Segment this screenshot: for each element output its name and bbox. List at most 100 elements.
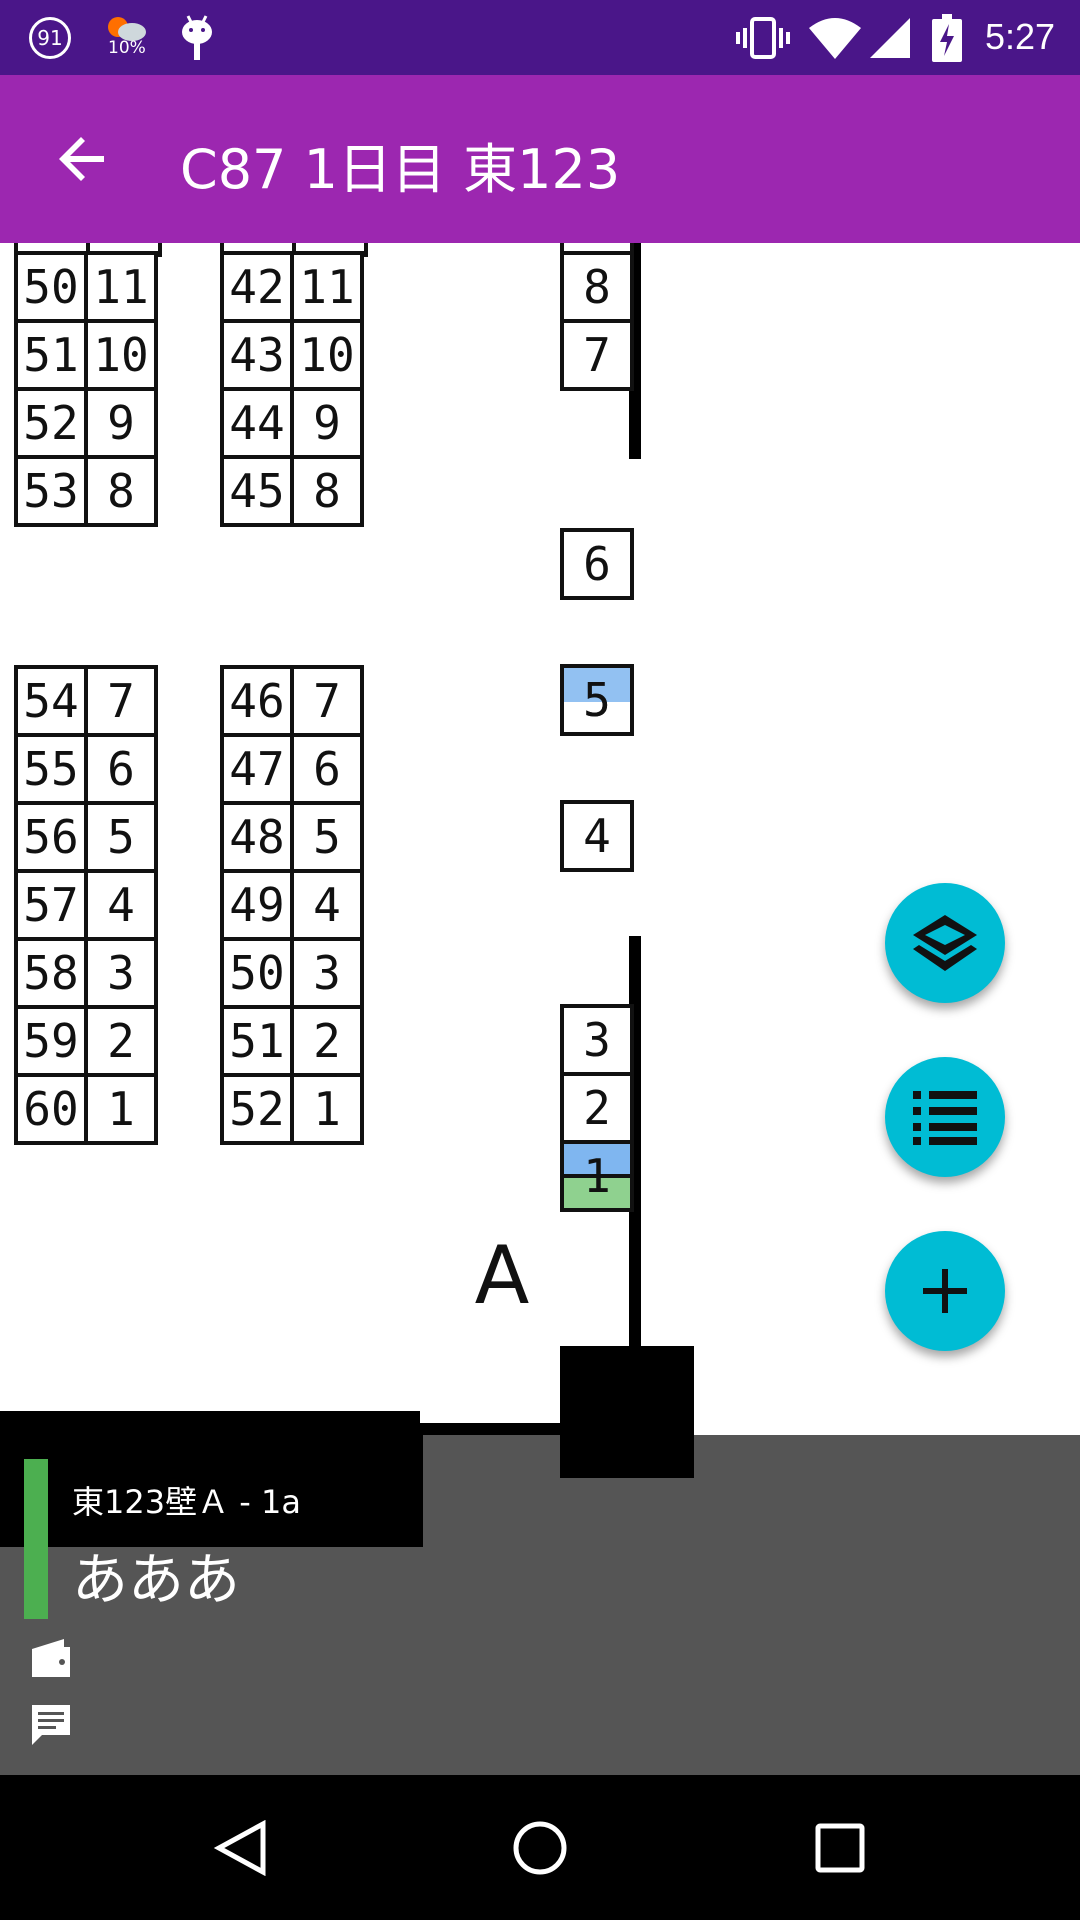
clock: 5:27	[985, 16, 1056, 57]
map-space-number: 1	[107, 1082, 135, 1136]
area-label: A	[475, 1229, 530, 1322]
map-space-number: 49	[229, 878, 284, 932]
map-space[interactable]: 51	[220, 1005, 294, 1077]
map-space[interactable]: 54	[14, 665, 88, 737]
map-space-number: 3	[313, 946, 341, 1000]
map-space-number: 7	[583, 328, 611, 382]
notification-count: 91	[37, 26, 63, 50]
map-space[interactable]: 53	[14, 455, 88, 527]
map-space[interactable]: 10	[84, 319, 158, 391]
map-space-number: 48	[229, 810, 284, 864]
map-space-number: 46	[229, 674, 284, 728]
weather-percent: 10%	[108, 38, 146, 58]
map-space[interactable]: 2	[560, 1072, 634, 1144]
map-space[interactable]: 8	[290, 455, 364, 527]
map-space-number: 4	[583, 809, 611, 863]
map-space-number: 5	[583, 673, 611, 727]
map-space-number: 52	[23, 396, 78, 450]
map-space[interactable]: 49	[220, 869, 294, 941]
map-overlap	[0, 1435, 423, 1547]
map-space[interactable]: 4	[560, 800, 634, 872]
map-space[interactable]: 7	[290, 665, 364, 737]
layers-icon	[913, 915, 977, 971]
circle-detail-panel[interactable]: 東123壁Ａ - 1a あああ	[0, 1435, 1080, 1775]
map-space[interactable]: 44	[220, 387, 294, 459]
map-space[interactable]: 3	[560, 1004, 634, 1076]
status-bar: 91 10% 5:27	[0, 0, 1080, 75]
map-space[interactable]: 57	[14, 869, 88, 941]
arrow-back-icon[interactable]	[52, 129, 112, 189]
map-space[interactable]: 47	[220, 733, 294, 805]
map-space[interactable]: 11	[290, 251, 364, 323]
map-space[interactable]: 46	[220, 665, 294, 737]
map-space[interactable]: 9	[84, 387, 158, 459]
map-space[interactable]: 6	[84, 733, 158, 805]
map-space[interactable]: 56	[14, 801, 88, 873]
map-space[interactable]: 58	[14, 937, 88, 1009]
map-space[interactable]: 5	[84, 801, 158, 873]
map-space-number: 60	[23, 1082, 78, 1136]
map-space-number: 8	[313, 464, 341, 518]
comment-icon[interactable]	[30, 1703, 72, 1747]
map-space-number: 58	[23, 946, 78, 1000]
map-space[interactable]: 9	[290, 387, 364, 459]
map-space[interactable]: 5	[290, 801, 364, 873]
floor-wall	[0, 1411, 420, 1435]
map-space-number: 11	[93, 260, 148, 314]
back-triangle-icon[interactable]	[213, 1819, 269, 1877]
add-button[interactable]	[885, 1231, 1005, 1351]
wifi-icon	[808, 18, 862, 60]
map-space[interactable]: 11	[84, 251, 158, 323]
wallet-icon[interactable]	[30, 1637, 72, 1679]
map-space[interactable]: 6	[290, 733, 364, 805]
map-space[interactable]: 52	[220, 1073, 294, 1145]
map-space[interactable]: 7	[84, 665, 158, 737]
map-space[interactable]: 8	[560, 251, 634, 323]
map-space[interactable]: 1	[84, 1073, 158, 1145]
android-debug-icon	[180, 14, 214, 62]
map-space-number: 9	[107, 396, 135, 450]
home-circle-icon[interactable]	[512, 1820, 568, 1876]
map-space[interactable]: 48	[220, 801, 294, 873]
map-space[interactable]: 6	[560, 528, 634, 600]
map-space[interactable]: 42	[220, 251, 294, 323]
map-space[interactable]: 60	[14, 1073, 88, 1145]
map-space[interactable]: 50	[220, 937, 294, 1009]
map-space-selected[interactable]: 1	[560, 1140, 634, 1212]
map-space[interactable]: 7	[560, 319, 634, 391]
map-space-number: 55	[23, 742, 78, 796]
map-space-number: 44	[229, 396, 284, 450]
recents-square-icon[interactable]	[815, 1823, 865, 1873]
map-space[interactable]: 2	[290, 1005, 364, 1077]
map-space[interactable]: 3	[84, 937, 158, 1009]
map-space[interactable]: 1	[290, 1073, 364, 1145]
list-button[interactable]	[885, 1057, 1005, 1177]
map-space[interactable]: 52	[14, 387, 88, 459]
map-space[interactable]: 51	[14, 319, 88, 391]
map-space[interactable]: 59	[14, 1005, 88, 1077]
map-space-number: 3	[107, 946, 135, 1000]
map-space[interactable]: 55	[14, 733, 88, 805]
map-space[interactable]: 2	[84, 1005, 158, 1077]
map-space[interactable]: 4	[290, 869, 364, 941]
page-title: C87 1日目 東123	[180, 138, 621, 201]
notification-count-icon: 91	[29, 17, 71, 59]
map-space[interactable]: 4	[84, 869, 158, 941]
map-space[interactable]: 43	[220, 319, 294, 391]
map-space[interactable]: 50	[14, 251, 88, 323]
map-space-number: 10	[93, 328, 148, 382]
layers-button[interactable]	[885, 883, 1005, 1003]
weather-icon: 10%	[102, 14, 152, 60]
map-space-number: 4	[313, 878, 341, 932]
map-space-number: 59	[23, 1014, 78, 1068]
map-space-number: 1	[583, 1149, 611, 1203]
map-space-number: 54	[23, 674, 78, 728]
map-space-number: 57	[23, 878, 78, 932]
map-space[interactable]: 3	[290, 937, 364, 1009]
map-space-number: 5	[313, 810, 341, 864]
map-space[interactable]: 45	[220, 455, 294, 527]
map-space[interactable]: 8	[84, 455, 158, 527]
map-space[interactable]: 10	[290, 319, 364, 391]
